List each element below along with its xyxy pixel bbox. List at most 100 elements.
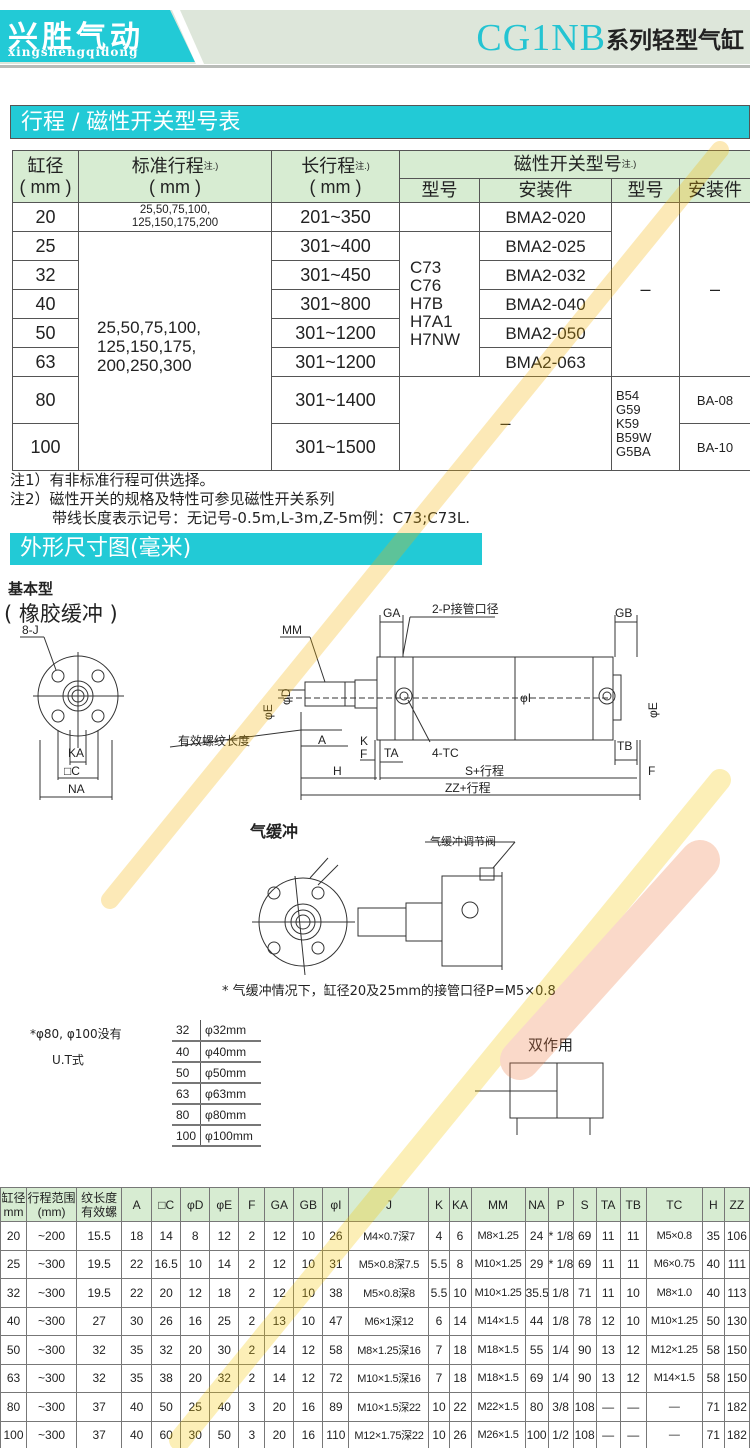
label-ga: GA (383, 606, 400, 620)
dim-cell: 69 (572, 1249, 597, 1279)
dim-cell: 12 (293, 1335, 324, 1365)
dim-cell: 2 (238, 1221, 266, 1251)
dim-cell: 90 (572, 1363, 597, 1393)
dim-cell: 20 (264, 1392, 295, 1422)
dim-header-cell: P (547, 1187, 574, 1222)
switch-model-cell: C73 C76 H7B H7A1 H7NW (399, 231, 480, 377)
bore-cell: 40 (12, 289, 79, 319)
dim-cell: 35 (121, 1335, 153, 1365)
dim-cell: 1/4 (547, 1363, 574, 1393)
dim-cell: 1/4 (547, 1335, 574, 1365)
dim-header-cell: MM (470, 1187, 526, 1222)
dim-cell: M6×1深12 (348, 1306, 430, 1336)
bore-cell: 25 (12, 231, 79, 261)
dim-cell: M12×1.75深22 (348, 1420, 430, 1448)
label-phi-e-right: φE (646, 702, 660, 718)
table-row: 20 25,50,75,100, 125,150,175,200 201~350… (12, 202, 750, 377)
dim-cell: M14×1.5 (470, 1306, 526, 1336)
dim-cell: 30 (121, 1306, 153, 1336)
label-gb: GB (615, 606, 632, 620)
dim-cell: 47 (322, 1306, 350, 1336)
dim-cell: 20 (180, 1363, 211, 1393)
product-title: CG1NB 系列轻型气缸 (476, 18, 744, 58)
header-bore: 缸径( mm ) (12, 150, 79, 203)
label-air-valve: 气缓冲调节阀 (430, 834, 496, 848)
dim-cell: 71 (701, 1420, 725, 1448)
dim-cell: 10 (293, 1278, 324, 1308)
dim-cell: 5.5 (428, 1249, 450, 1279)
dim-cell: 113 (723, 1278, 750, 1308)
label-s: S+行程 (465, 763, 504, 778)
switch-mount-cell: BMA2-040 (479, 289, 612, 319)
section-header-dimensions: 外形尺寸图(毫米) (10, 533, 482, 565)
label-f-right: F (648, 764, 655, 778)
dim-cell: 37 (76, 1392, 123, 1422)
dim-cell: — (595, 1420, 621, 1448)
dim-cell: 1/2 (547, 1420, 574, 1448)
dim-cell: M8×1.25 (470, 1221, 526, 1251)
air-cushion-label: 气缓冲 (250, 822, 299, 841)
dim-cell: 40 (0, 1306, 28, 1336)
long-stroke-cell: 301~450 (271, 260, 400, 290)
dim-cell: M14×1.5 (645, 1363, 703, 1393)
dim-cell: ~300 (26, 1335, 78, 1365)
dim-cell: 111 (723, 1249, 750, 1279)
switch-mount-cell: BMA2-063 (479, 347, 612, 377)
dim-cell: 16 (293, 1392, 324, 1422)
dim-cell: 10 (448, 1278, 472, 1308)
dim-header-cell: φI (322, 1187, 350, 1222)
brand-logo: 兴胜气动 xingshengqidong (0, 10, 195, 62)
dim-cell: 38 (151, 1363, 182, 1393)
table-row: 100 301~1500 BA-10 (12, 423, 750, 471)
dim-cell: M8×1.25深16 (348, 1335, 430, 1365)
header-magnetic-switch: 磁性开关型号注.) (399, 150, 750, 179)
dim-cell: 30 (209, 1335, 240, 1365)
dim-cell: M10×1.25 (470, 1278, 526, 1308)
table-row: 25 25,50,75,100, 125,150,175, 200,250,30… (12, 231, 750, 471)
dim-cell: M12×1.25 (645, 1335, 703, 1365)
dim-cell: 150 (723, 1335, 750, 1365)
dim-cell: M10×1.25 (470, 1249, 526, 1279)
dim-header-cell: 行程范围 (mm) (26, 1187, 78, 1222)
bore-cell: 50 (12, 318, 79, 348)
dim-cell: 19.5 (76, 1249, 123, 1279)
bore-cell: 80 (12, 376, 79, 424)
table-row: 63 301~1200 BMA2-063 (12, 347, 750, 377)
header-switch-mount: 安装件 (479, 178, 612, 203)
brand-logo-pinyin: xingshengqidong (8, 45, 139, 59)
dim-cell: 32 (0, 1278, 28, 1308)
dim-cell: 69 (572, 1221, 597, 1251)
dim-cell: 58 (701, 1363, 725, 1393)
dim-cell: M18×1.5 (470, 1363, 526, 1393)
dim-cell: 30 (180, 1420, 211, 1448)
label-na: NA (68, 782, 85, 796)
dim-cell: 11 (619, 1249, 647, 1279)
dim-cell: 50 (0, 1335, 28, 1365)
dim-cell: 12 (264, 1278, 295, 1308)
label-a: A (318, 733, 326, 747)
long-stroke-cell: 301~1200 (271, 347, 400, 377)
dim-cell: 20 (0, 1221, 28, 1251)
dim-cell: * 1/8 (547, 1221, 574, 1251)
label-tc: 4-TC (432, 746, 459, 760)
dim-cell: 69 (524, 1363, 549, 1393)
dim-cell: 6 (448, 1221, 472, 1251)
dim-header-cell: φD (180, 1187, 211, 1222)
dim-cell: 35 (701, 1221, 725, 1251)
basic-type-label: 基本型 (8, 580, 54, 598)
dim-cell: 14 (264, 1335, 295, 1365)
dim-cell: 106 (723, 1221, 750, 1251)
dim-cell: 22 (121, 1278, 153, 1308)
dim-cell: 12 (619, 1363, 647, 1393)
dim-cell: 11 (619, 1221, 647, 1251)
label-c: □C (64, 764, 80, 778)
section-header-stroke-switch: 行程 / 磁性开关型号表 (10, 105, 750, 139)
switch-mount-cell: BMA2-050 (479, 318, 612, 348)
dim-cell: 3 (238, 1392, 266, 1422)
